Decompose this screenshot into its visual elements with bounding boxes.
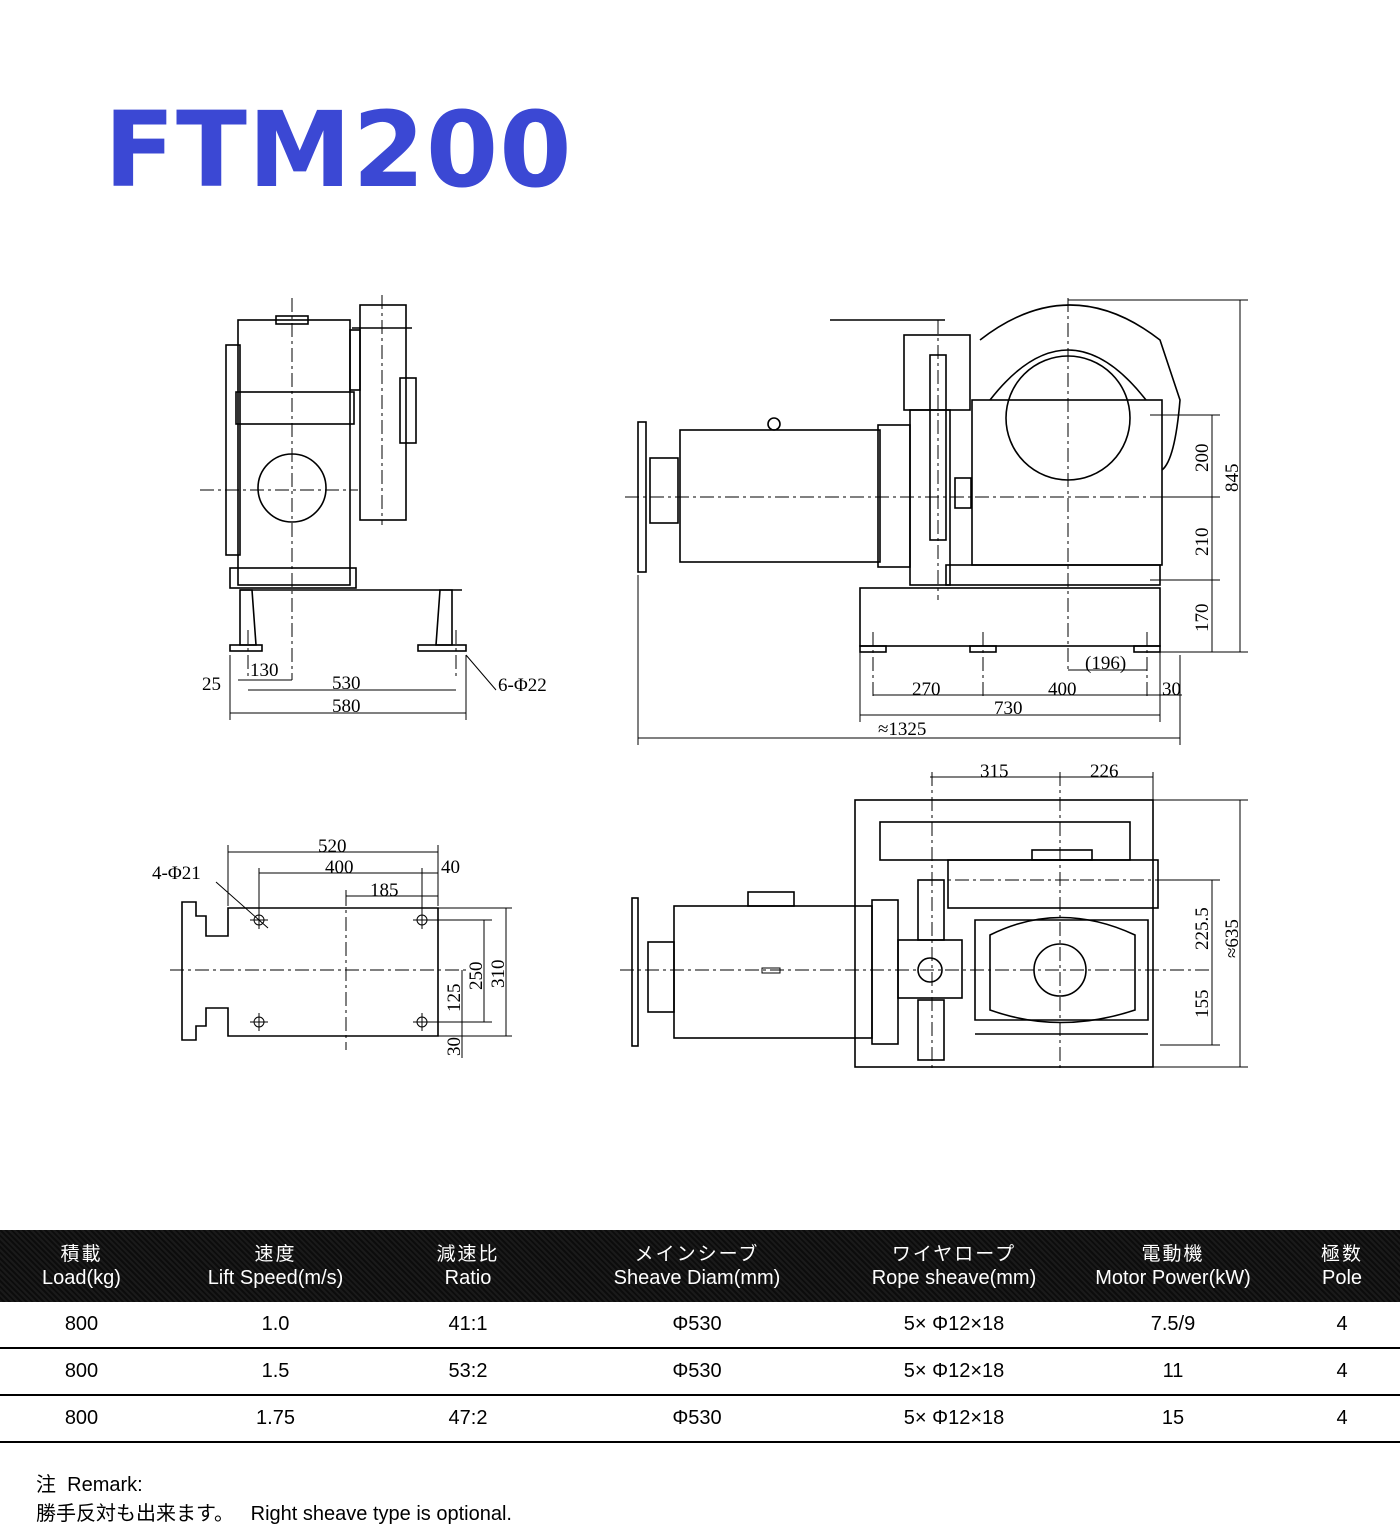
dim-130: 130 [250,660,279,681]
remark-label: 注 Remark: [36,1472,143,1496]
dim-210: 210 [1192,528,1213,557]
dim-400: 400 [1048,679,1077,700]
technical-drawing: 25 130 530 580 6-Φ22 [152,295,1248,1070]
side-view: 25 130 530 580 6-Φ22 [200,295,547,720]
dim-30: 30 [1162,679,1181,700]
dim-40: 40 [441,857,460,878]
table-row: 800 1.5 53:2 Φ530 5× Φ12×18 11 4 [0,1349,1400,1396]
dim-310: 310 [488,960,509,989]
dim-1325: ≈1325 [878,719,926,740]
dim-6-phi22: 6-Φ22 [498,675,547,696]
table-row: 800 1.0 41:1 Φ530 5× Φ12×18 7.5/9 4 [0,1302,1400,1349]
remark-text: 勝手反対も出来ます。 Right sheave type is optional… [36,1501,512,1525]
dim-270: 270 [912,679,941,700]
dim-4-phi21: 4-Φ21 [152,863,201,884]
dim-185: 185 [370,880,399,901]
top-view: 315 226 225.5 155 ≈635 [620,761,1248,1070]
dim-30-base: 30 [444,1037,465,1056]
dim-25: 25 [202,674,221,695]
dim-170: 170 [1192,604,1213,633]
dim-530: 530 [332,673,361,694]
dim-250: 250 [466,962,487,991]
dim-400-base: 400 [325,857,354,878]
dim-635: ≈635 [1222,919,1243,958]
dim-226: 226 [1090,761,1119,782]
front-view: 200 210 170 845 (196) 270 400 30 730 ≈13… [625,298,1248,745]
base-plan: 520 400 40 185 4-Φ21 250 310 125 30 [152,836,512,1058]
remark: 注 Remark: 勝手反対も出来ます。 Right sheave type i… [36,1470,512,1528]
dim-225-5: 225.5 [1192,907,1213,950]
dim-580: 580 [332,696,361,717]
dim-155: 155 [1192,990,1213,1019]
dim-730: 730 [994,698,1023,719]
model-title: FTM200 [104,89,573,211]
dim-845: 845 [1222,464,1243,493]
dim-520: 520 [318,836,347,857]
dim-315: 315 [980,761,1009,782]
table-row: 800 1.75 47:2 Φ530 5× Φ12×18 15 4 [0,1396,1400,1443]
dim-200: 200 [1192,444,1213,473]
dim-196: (196) [1085,653,1126,674]
dim-125: 125 [444,984,465,1013]
